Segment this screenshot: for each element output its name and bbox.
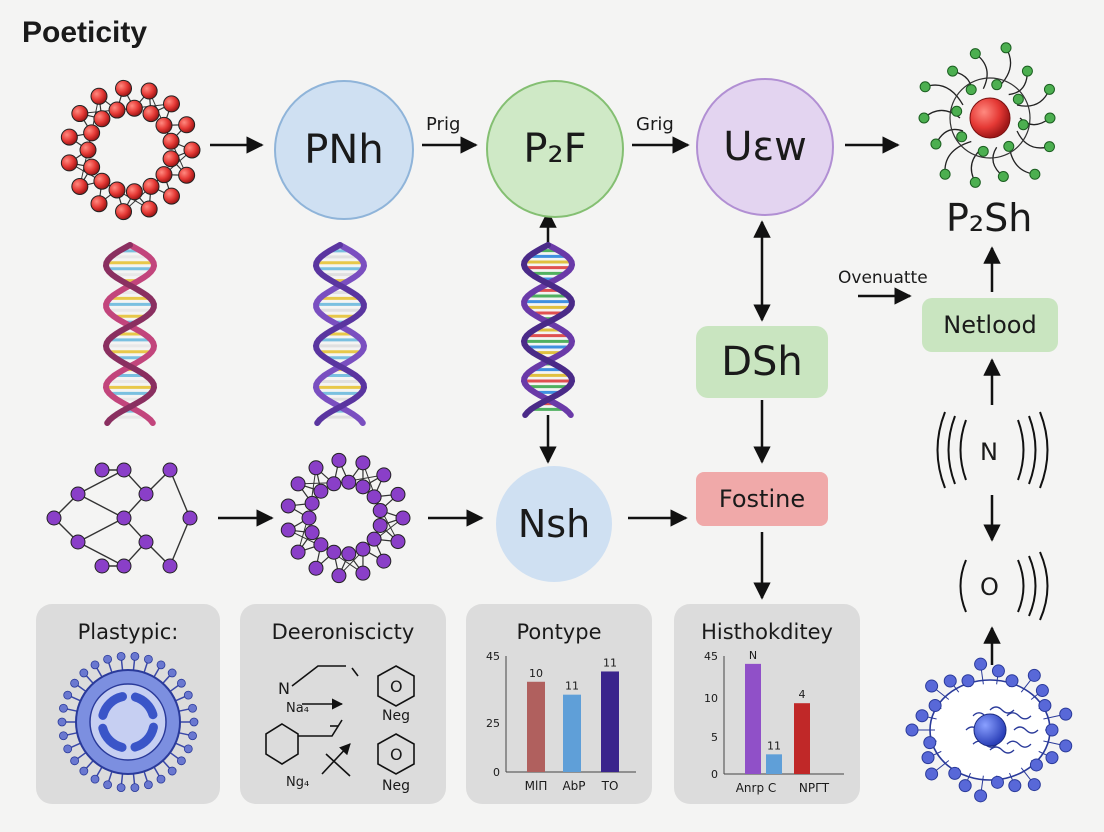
y-tick-label: 0: [493, 766, 500, 779]
node-nsh: Nsh: [496, 466, 612, 582]
panel-deeroniscicty: Deeroniscicty N Na₄ O Neg Ng₄ O Neg: [240, 604, 446, 804]
bar: [766, 754, 782, 774]
node-dsh-label: DSh: [721, 339, 803, 385]
bar-data-label: N: [749, 649, 757, 662]
node-pz: P₂F: [486, 80, 624, 218]
node-dsh: DSh: [696, 326, 828, 398]
x-tick-label: MlΠ: [525, 779, 548, 793]
purple-molecule-cluster-icon: [280, 452, 411, 584]
node-pnh: PNh: [274, 80, 414, 220]
bar: [745, 663, 761, 774]
y-tick-label: 10: [704, 692, 718, 705]
chem-label-o-top: O: [390, 677, 403, 696]
bar-data-label: 4: [799, 688, 806, 701]
red-molecule-cluster-icon: [60, 79, 201, 221]
chem-label-neg-top: Neg: [382, 708, 410, 724]
wave-brackets-o-icon: [959, 551, 1049, 621]
diagram-title: Poeticity: [22, 16, 148, 49]
x-tick-label: NPΓT: [799, 781, 830, 795]
node-uew: Uεw: [696, 78, 834, 216]
edge-label-grig: Grig: [636, 114, 674, 135]
y-tick-label: 45: [486, 650, 500, 663]
panel-pontype-title: Pontype: [516, 620, 602, 644]
node-pzsh: P₂Sh: [946, 196, 1033, 240]
bar: [794, 703, 810, 774]
blue-cell-icon: [905, 657, 1073, 803]
y-tick-label: 25: [486, 717, 500, 730]
dna-helix-pink-icon: [102, 242, 158, 426]
node-pnh-label: PNh: [304, 127, 384, 173]
node-netlood: Netlood: [922, 298, 1058, 352]
edge-label-ovenuatte: Ovenuatte: [838, 268, 928, 288]
virus-icon: [57, 651, 199, 793]
node-uew-label: Uεw: [723, 124, 807, 170]
panel-plastypic-title: Plastypic:: [77, 620, 179, 644]
cell-nucleus-icon: [918, 42, 1056, 188]
chemical-reaction-graphic: N Na₄ O Neg Ng₄ O Neg: [265, 665, 415, 794]
panel-deeroniscicty-title: Deeroniscicty: [271, 620, 415, 644]
wave-n-label: N: [980, 438, 998, 466]
dna-helix-purple-icon: [312, 242, 368, 426]
edge-label-prig: Prig: [426, 114, 461, 135]
wave-brackets-n-icon: [936, 411, 1049, 489]
purple-lattice-molecule-icon: [46, 462, 198, 574]
node-netlood-label: Netlood: [943, 311, 1037, 339]
chem-label-neg-bottom: Neg: [382, 778, 410, 794]
bar: [563, 694, 581, 772]
bar-data-label: 11: [767, 739, 781, 752]
y-tick-label: 0: [711, 768, 718, 781]
node-fostine: Fostine: [696, 472, 828, 526]
x-tick-label: TO: [601, 779, 619, 793]
chem-label-na4: Na₄: [286, 701, 309, 716]
node-pz-label: P₂F: [523, 126, 587, 172]
wave-o-label: O: [980, 573, 999, 601]
bar: [527, 681, 545, 772]
bar-data-label: 10: [529, 667, 543, 680]
dna-helix-multicolor-icon: [520, 242, 576, 418]
y-tick-label: 5: [711, 731, 718, 744]
chem-label-n: N: [278, 679, 290, 698]
chem-label-ng4: Ng₄: [286, 775, 309, 790]
node-nsh-label: Nsh: [517, 502, 591, 546]
chem-label-o-bottom: O: [390, 745, 403, 764]
bar-data-label: 11: [565, 680, 579, 693]
panel-plastypic: Plastypic:: [36, 604, 220, 804]
node-fostine-label: Fostine: [718, 485, 806, 513]
y-tick-label: 45: [704, 650, 718, 663]
x-tick-label: AbP: [562, 779, 585, 793]
panel-histhokditey-title: Histhokditey: [701, 620, 833, 644]
bar-data-label: 11: [603, 656, 617, 669]
x-tick-label: Anrp C: [736, 781, 777, 795]
bar: [601, 671, 619, 772]
